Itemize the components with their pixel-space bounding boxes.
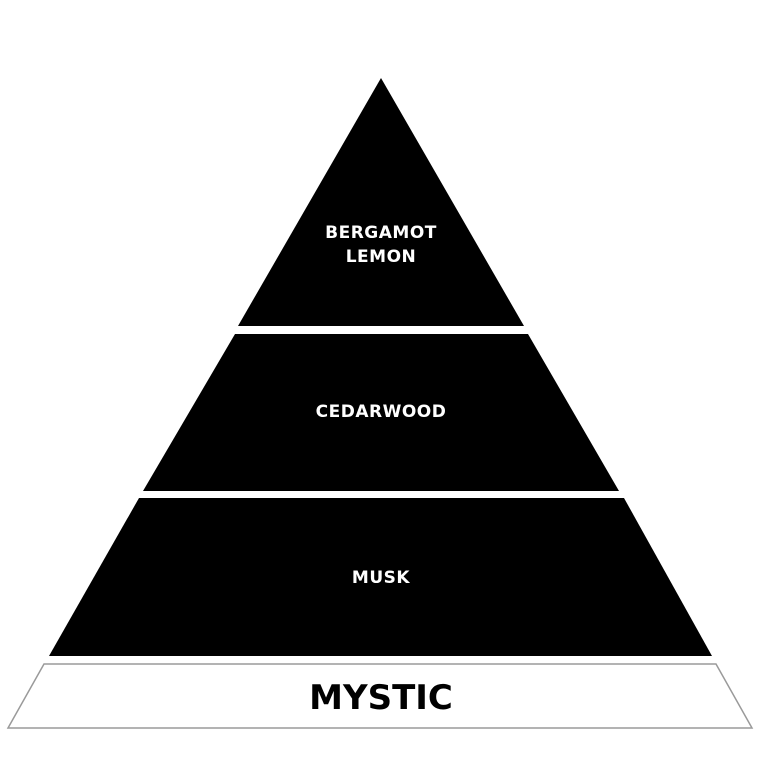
middle-note-label: CEDARWOOD xyxy=(316,402,447,422)
base-note-shape xyxy=(49,498,712,656)
middle-note-shape xyxy=(143,334,619,491)
base-note-tier: MUSK xyxy=(49,498,712,656)
base-note-label: MUSK xyxy=(352,568,410,588)
fragrance-name-shape xyxy=(6,663,754,729)
top-note-shape xyxy=(238,78,524,326)
fragrance-name-band: MYSTIC xyxy=(6,663,754,729)
top-note-tier: BERGAMOT LEMON xyxy=(238,78,524,326)
top-note-label-line2: LEMON xyxy=(346,247,417,267)
top-note-label-line1: BERGAMOT xyxy=(325,223,437,243)
fragrance-name-label: MYSTIC xyxy=(309,678,453,718)
middle-note-tier: CEDARWOOD xyxy=(143,334,619,491)
